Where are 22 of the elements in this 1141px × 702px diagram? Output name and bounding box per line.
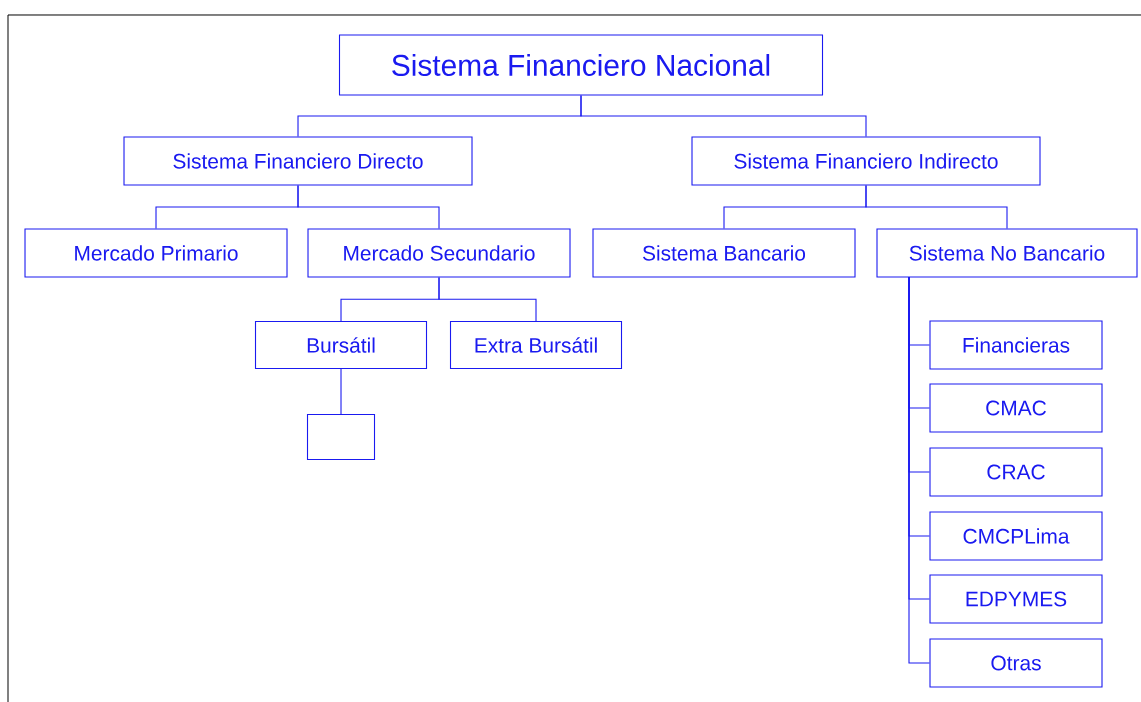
category-box: Sistema Financiero Directo	[123, 136, 473, 186]
connector-line	[580, 95, 867, 137]
connector-line	[340, 368, 342, 415]
connector-line	[908, 276, 930, 664]
category-box: Mercado Primario	[24, 228, 288, 278]
category-box: Sistema Financiero Indirecto	[691, 136, 1041, 186]
title-box: Sistema Financiero Nacional	[338, 34, 824, 96]
category-box: Extra Bursátil	[449, 320, 623, 370]
empty-box	[306, 413, 376, 461]
category-box: Sistema No Bancario	[876, 228, 1138, 278]
category-box: CMCPLima	[929, 511, 1103, 561]
category-box: Bursátil	[254, 320, 428, 370]
connector-line	[865, 185, 1008, 229]
category-box: Otras	[929, 638, 1103, 688]
connector-line	[438, 277, 537, 322]
category-box: Sistema Bancario	[592, 228, 856, 278]
category-box: CMAC	[929, 383, 1103, 433]
category-box: CRAC	[929, 447, 1103, 497]
connector-line	[297, 185, 440, 229]
category-box: Mercado Secundario	[307, 228, 571, 278]
category-box: Financieras	[929, 320, 1103, 370]
category-box: EDPYMES	[929, 574, 1103, 624]
